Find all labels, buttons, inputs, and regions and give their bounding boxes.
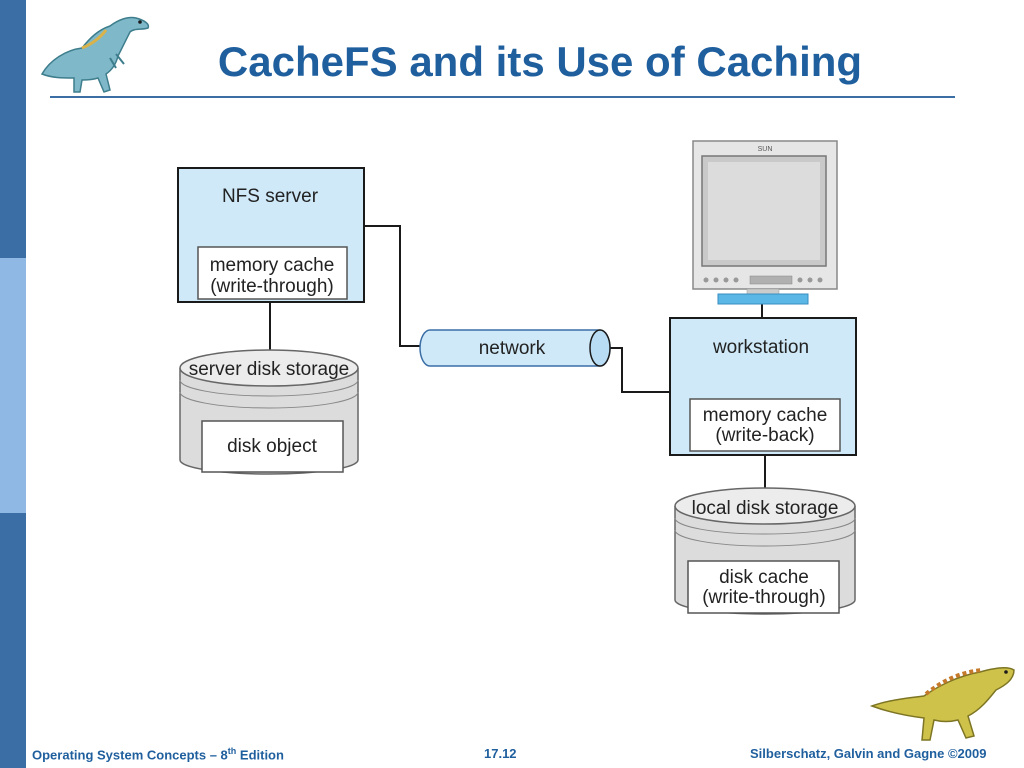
local-disk-storage-label: local disk storage — [692, 498, 839, 519]
local-disk-storage: local disk storage disk cache (write-thr… — [674, 487, 856, 615]
workstation-box: workstation memory cache (write-back) — [669, 317, 857, 456]
network-pipe: network — [419, 329, 611, 367]
disk-cache-box — [687, 560, 840, 614]
connector-network-workstation — [610, 347, 670, 393]
dinosaur-icon — [40, 16, 150, 93]
slide-title: CacheFS and its Use of Caching — [217, 38, 863, 85]
disk-cache-policy: (write-through) — [702, 587, 826, 608]
workstation-memory-cache-label: memory cache — [703, 405, 828, 426]
disk-object-box — [201, 420, 344, 473]
sidebar-band-bottom — [0, 513, 26, 768]
sidebar-band-middle — [0, 258, 26, 513]
footer-book-title: Operating System Concepts – 8th Edition — [32, 746, 284, 762]
server-disk-storage-label: server disk storage — [189, 359, 350, 380]
network-label: network — [479, 338, 546, 359]
disk-object-label: disk object — [227, 436, 317, 457]
workstation-label: workstation — [712, 337, 809, 358]
server-memory-cache-label: memory cache — [210, 255, 335, 276]
nfs-server-label: NFS server — [222, 186, 319, 207]
workstation-memory-cache-box — [689, 398, 841, 452]
sidebar-band-top — [0, 0, 26, 258]
server-memory-cache-box — [197, 246, 348, 300]
monitor-icon: SUN — [692, 140, 838, 305]
nfs-server-box: NFS server memory cache (write-through) — [177, 167, 365, 303]
sidebar-stripe — [0, 0, 26, 768]
server-disk-storage: server disk storage disk object — [179, 349, 359, 475]
monitor-brand: SUN — [758, 146, 773, 153]
server-memory-cache-policy: (write-through) — [210, 276, 334, 297]
disk-cache-label: disk cache — [719, 567, 809, 588]
footer-page-number: 17.12 — [484, 746, 517, 761]
connector-server-network — [364, 225, 422, 347]
title-rule — [50, 96, 955, 98]
footer-book-title-text: Operating System Concepts – 8 — [32, 747, 228, 763]
footer-copyright: Silberschatz, Galvin and Gagne ©2009 — [750, 746, 987, 761]
workstation-memory-cache-policy: (write-back) — [715, 425, 814, 446]
dinosaur-icon — [869, 667, 1015, 741]
footer-edition-word: Edition — [236, 747, 284, 763]
footer-edition-suffix: th — [227, 746, 237, 756]
